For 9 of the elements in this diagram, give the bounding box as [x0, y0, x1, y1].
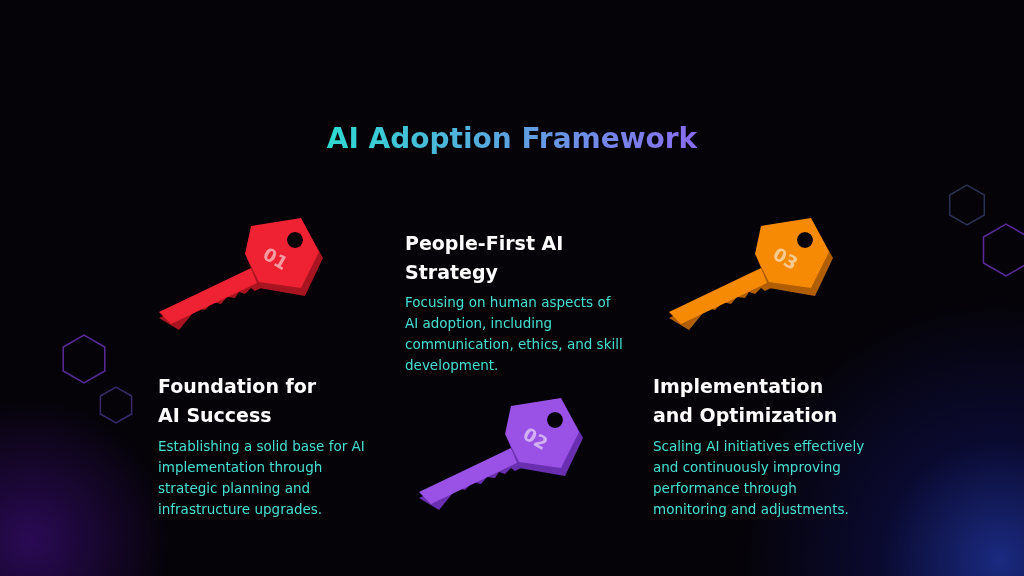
key-number: 01	[259, 243, 292, 274]
step-description: Focusing on human aspects of AI adoption, including communication, ethics, and skill development.	[405, 293, 624, 375]
key-number: 03	[769, 243, 802, 274]
key-number: 02	[519, 423, 552, 454]
step-heading: People-First AI Strategy	[405, 231, 565, 285]
step-heading: Implementation and Optimization	[653, 374, 839, 428]
step-heading: Foundation for AI Success	[158, 374, 318, 428]
step-description: Scaling AI initiatives effectively and continuously improving performance through monitoring and adjustments.	[653, 437, 866, 519]
step-description: Establishing a solid base for AI implementation through strategic planning and infrastructure upgrades.	[158, 437, 366, 519]
